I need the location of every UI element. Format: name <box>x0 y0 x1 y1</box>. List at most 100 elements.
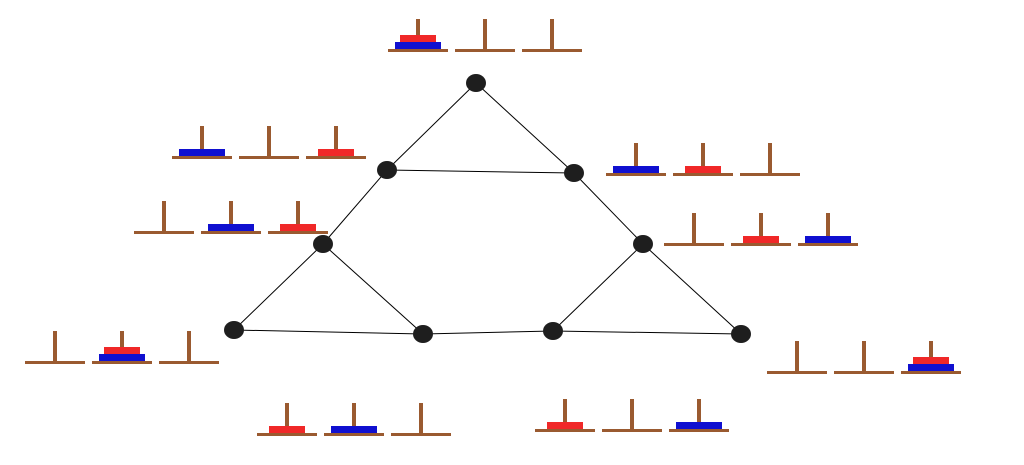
peg-base <box>268 231 328 234</box>
state-node <box>377 161 397 179</box>
peg-post <box>759 213 763 244</box>
peg-post <box>229 201 233 232</box>
large-disk <box>613 166 659 173</box>
tower-configurations <box>25 19 961 436</box>
small-disk <box>913 357 949 364</box>
peg-base <box>257 433 317 436</box>
peg-post <box>120 331 124 362</box>
graph-edge <box>573 172 644 245</box>
peg-post <box>200 126 204 157</box>
peg-base <box>834 371 894 374</box>
peg-post <box>296 201 300 232</box>
peg-post <box>352 403 356 434</box>
tower-configuration <box>172 126 366 159</box>
peg-post <box>692 213 696 244</box>
peg-post <box>826 213 830 244</box>
peg-base <box>159 361 219 364</box>
small-disk <box>743 236 779 243</box>
peg-base <box>239 156 299 159</box>
state-node <box>466 74 486 92</box>
tower-configuration <box>388 19 582 52</box>
peg-post <box>701 143 705 174</box>
graph-edge <box>386 169 575 174</box>
graph-edge <box>233 329 424 335</box>
peg-post <box>862 341 866 372</box>
graph-edge <box>552 243 644 332</box>
peg-post <box>768 143 772 174</box>
peg-post <box>550 19 554 50</box>
small-disk <box>269 426 305 433</box>
state-node <box>564 164 584 182</box>
peg-base <box>731 243 791 246</box>
peg-base <box>767 371 827 374</box>
peg-base <box>455 49 515 52</box>
state-node <box>413 325 433 343</box>
graph-edge <box>386 82 477 171</box>
large-disk <box>208 224 254 231</box>
peg-base <box>388 49 448 52</box>
peg-base <box>740 173 800 176</box>
graph-edge <box>233 243 324 331</box>
tower-configuration <box>257 403 451 436</box>
peg-post <box>416 19 420 50</box>
tower-configuration <box>25 331 219 364</box>
state-node <box>313 235 333 253</box>
large-disk <box>179 149 225 156</box>
graph-edges <box>233 82 742 335</box>
tower-configuration <box>767 341 961 374</box>
peg-post <box>563 399 567 430</box>
state-node <box>731 325 751 343</box>
graph-nodes <box>224 74 751 343</box>
peg-base <box>92 361 152 364</box>
peg-base <box>798 243 858 246</box>
tower-configuration <box>664 213 858 246</box>
peg-base <box>134 231 194 234</box>
tower-configuration <box>134 201 328 234</box>
graph-edge <box>422 330 554 335</box>
peg-base <box>669 429 729 432</box>
large-disk <box>395 42 441 49</box>
large-disk <box>805 236 851 243</box>
small-disk <box>400 35 436 42</box>
peg-post <box>630 399 634 430</box>
peg-post <box>634 143 638 174</box>
peg-base <box>201 231 261 234</box>
small-disk <box>104 347 140 354</box>
small-disk <box>318 149 354 156</box>
peg-post <box>419 403 423 434</box>
peg-base <box>25 361 85 364</box>
peg-post <box>795 341 799 372</box>
peg-post <box>697 399 701 430</box>
large-disk <box>676 422 722 429</box>
tower-configuration <box>606 143 800 176</box>
peg-base <box>172 156 232 159</box>
small-disk <box>280 224 316 231</box>
peg-base <box>606 173 666 176</box>
peg-base <box>391 433 451 436</box>
peg-post <box>929 341 933 372</box>
peg-base <box>324 433 384 436</box>
peg-post <box>285 403 289 434</box>
peg-base <box>673 173 733 176</box>
peg-base <box>535 429 595 432</box>
small-disk <box>685 166 721 173</box>
graph-edge <box>642 243 742 335</box>
peg-base <box>306 156 366 159</box>
small-disk <box>547 422 583 429</box>
state-node <box>224 321 244 339</box>
peg-base <box>901 371 961 374</box>
peg-post <box>334 126 338 157</box>
graph-edge <box>322 243 424 335</box>
peg-base <box>522 49 582 52</box>
peg-post <box>483 19 487 50</box>
peg-base <box>602 429 662 432</box>
large-disk <box>331 426 377 433</box>
peg-post <box>53 331 57 362</box>
graph-edge <box>322 169 388 245</box>
peg-base <box>664 243 724 246</box>
graph-edge <box>552 330 742 335</box>
large-disk <box>99 354 145 361</box>
peg-post <box>267 126 271 157</box>
peg-post <box>187 331 191 362</box>
